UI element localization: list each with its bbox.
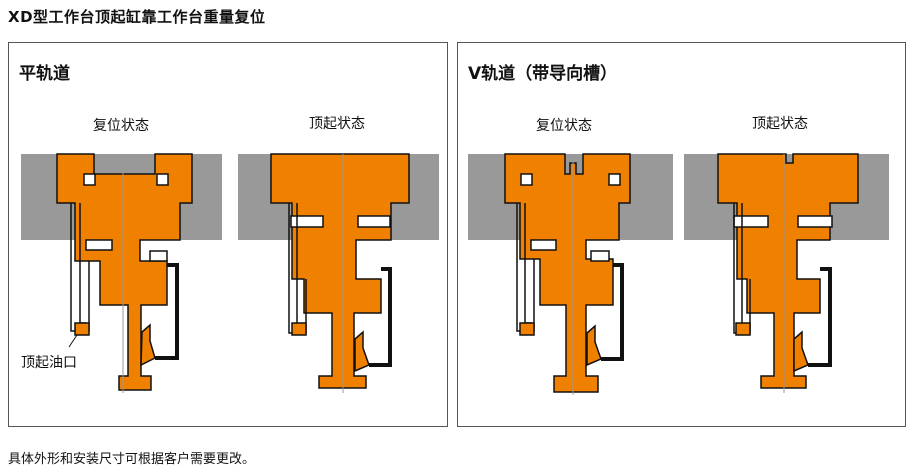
cylinder-reset-v (504, 153, 631, 395)
oil-port-label: 顶起油口 (21, 355, 77, 371)
state-label-raised-v: 顶起状态 (752, 116, 808, 132)
panel-title-v-rail: V轨道（带导向槽） (468, 64, 618, 84)
cylinder-reset (56, 153, 193, 393)
state-label-reset-v: 复位状态 (536, 118, 592, 134)
state-label-reset: 复位状态 (93, 118, 149, 134)
panel-flat-rail: 平轨道 复位状态 顶起状态 顶起油口 (8, 42, 448, 427)
page-title: XD型工作台顶起缸靠工作台重量复位 (8, 8, 266, 26)
footnote: 具体外形和安装尺寸可根据客户需要更改。 (8, 452, 256, 467)
panel-title-flat-rail: 平轨道 (19, 64, 70, 84)
state-label-raised: 顶起状态 (309, 116, 365, 132)
cylinder-raised-v (717, 153, 859, 393)
v-rail-diagram (468, 153, 889, 395)
cylinder-raised (270, 153, 410, 393)
flat-rail-diagram (21, 153, 439, 393)
panel-v-rail: V轨道（带导向槽） 复位状态 顶起状态 (457, 42, 906, 427)
